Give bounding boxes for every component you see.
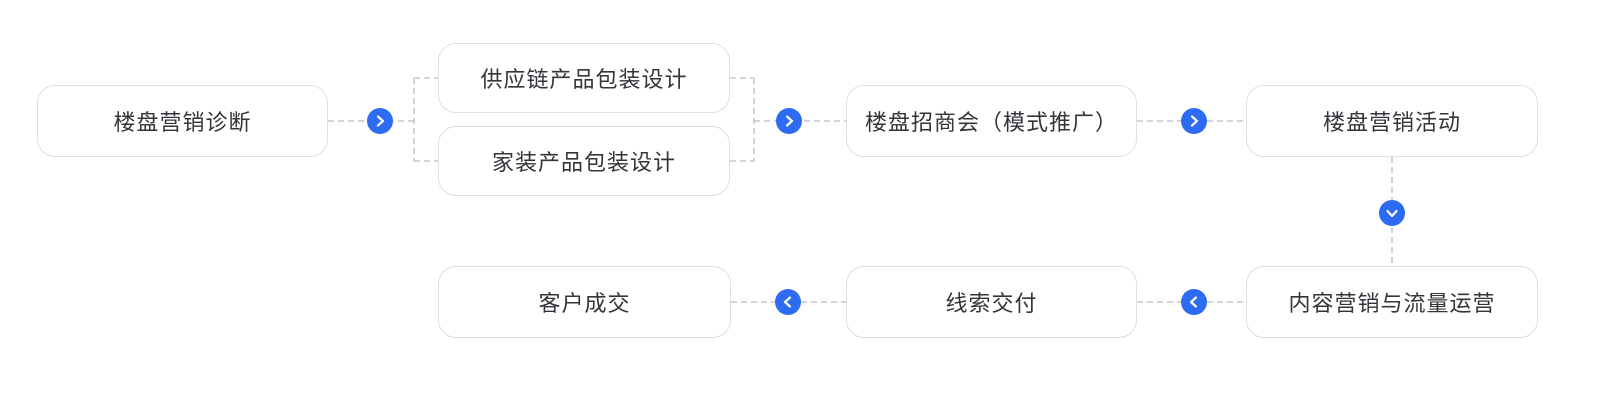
arrow-right-icon <box>776 108 802 134</box>
node-property-marketing-activity: 楼盘营销活动 <box>1246 85 1538 157</box>
node-home-decor-product-packaging: 家装产品包装设计 <box>438 126 730 196</box>
node-property-marketing-diagnosis: 楼盘营销诊断 <box>37 85 328 157</box>
node-investment-conference: 楼盘招商会（模式推广） <box>846 85 1137 157</box>
node-customer-deal: 客户成交 <box>438 266 731 338</box>
node-leads-delivery: 线索交付 <box>846 266 1137 338</box>
arrow-left-icon <box>775 289 801 315</box>
arrow-right-icon <box>367 108 393 134</box>
node-label: 客户成交 <box>538 291 631 316</box>
arrow-right-icon <box>1181 108 1207 134</box>
node-content-marketing-traffic-ops: 内容营销与流量运营 <box>1246 266 1538 338</box>
node-label: 线索交付 <box>945 291 1038 316</box>
node-label: 家装产品包装设计 <box>491 150 676 175</box>
arrow-down-icon <box>1379 200 1405 226</box>
arrow-left-icon <box>1181 289 1207 315</box>
node-supply-chain-product-packaging: 供应链产品包装设计 <box>438 43 730 113</box>
node-label: 楼盘招商会（模式推广） <box>864 110 1118 135</box>
node-label: 楼盘营销诊断 <box>113 110 252 135</box>
node-label: 供应链产品包装设计 <box>480 67 688 92</box>
node-label: 楼盘营销活动 <box>1322 110 1461 135</box>
node-label: 内容营销与流量运营 <box>1288 291 1496 316</box>
